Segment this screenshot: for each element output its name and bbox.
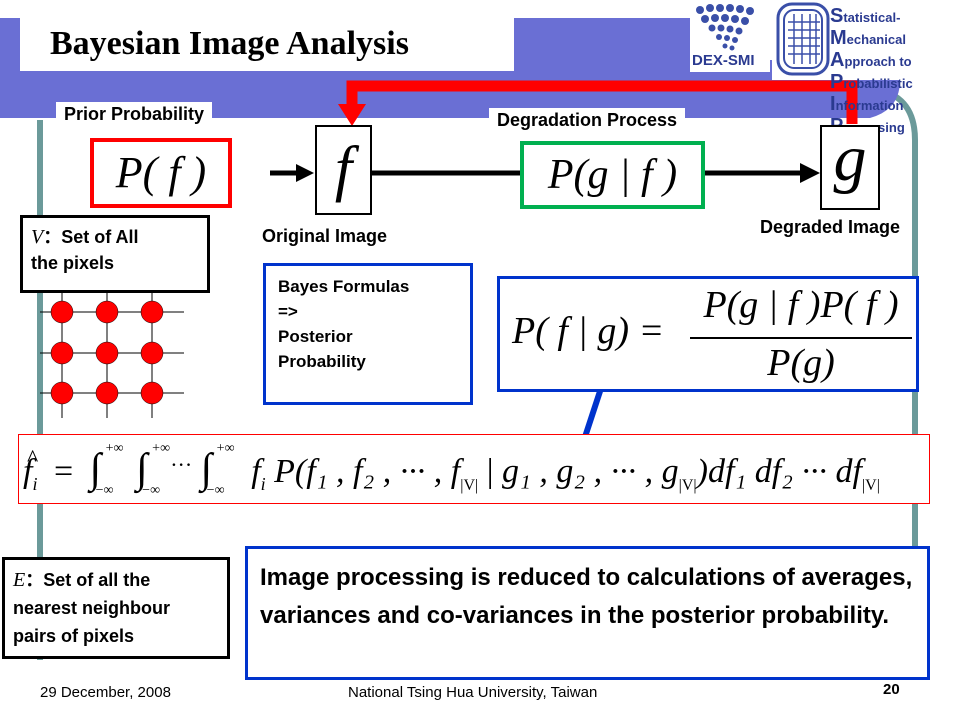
bayes-formulas-box: Bayes Formulas => Posterior Probability bbox=[263, 263, 473, 405]
posterior-f-args: f₁ , f₂ , ··· , f bbox=[306, 453, 461, 490]
integral-3: ∫+∞−∞ bbox=[200, 441, 235, 498]
bayes-formula-box: P( f | g) = P(g | f )P( f ) P(g) bbox=[497, 276, 919, 392]
original-image-box: f bbox=[315, 125, 372, 215]
footer-date: 29 December, 2008 bbox=[40, 684, 171, 701]
smapip-line-1: Statistical-Mechanical bbox=[830, 5, 906, 49]
bayes-line-1: Bayes Formulas bbox=[278, 277, 410, 296]
v-set-line-2: the pixels bbox=[31, 253, 115, 273]
degraded-image-label: Degraded Image bbox=[760, 217, 901, 237]
estimator-formula: ^fi = ∫+∞−∞ ∫+∞−∞ ··· ∫+∞−∞ fi P(f₁ , f₂… bbox=[23, 441, 880, 498]
feedback-arrow-head bbox=[338, 104, 366, 126]
posterior-p: P( bbox=[274, 453, 307, 490]
dex-smi-logo: DEX-SMI bbox=[690, 0, 770, 72]
original-image-symbol: f bbox=[334, 135, 353, 203]
v-set-box: V：Set of All the pixels bbox=[20, 215, 210, 293]
bayes-line-2: => bbox=[278, 302, 298, 321]
pixel-node bbox=[95, 300, 119, 324]
pixel-node bbox=[50, 341, 74, 365]
integral-2: ∫+∞−∞ bbox=[136, 441, 171, 498]
bayes-formula-denominator: P(g) bbox=[767, 342, 835, 384]
bayes-formula-lhs: P( f | g) = bbox=[512, 310, 665, 352]
pixel-node bbox=[95, 381, 119, 405]
dex-smi-logo-text: DEX-SMI bbox=[692, 52, 755, 69]
original-image-label: Original Image bbox=[262, 226, 388, 246]
pixel-node bbox=[95, 341, 119, 365]
likelihood-formula: P(g | f ) bbox=[547, 152, 678, 198]
prior-formula: P( f ) bbox=[115, 148, 207, 197]
bayes-formula-fraction-line bbox=[690, 337, 912, 339]
integral-1: ∫+∞−∞ bbox=[89, 441, 124, 498]
e-set-line-1: E：Set of all the bbox=[13, 569, 151, 591]
bayes-line-3: Posterior bbox=[278, 327, 353, 346]
pixel-node bbox=[50, 300, 74, 324]
degraded-image-symbol: g bbox=[833, 122, 867, 195]
v-symbol: V bbox=[31, 226, 44, 248]
e-set-line-3: pairs of pixels bbox=[13, 626, 135, 646]
pixel-node bbox=[50, 381, 74, 405]
summary-box: Image processing is reduced to calculati… bbox=[245, 546, 930, 680]
pixel-node bbox=[140, 341, 164, 365]
arrow-likelihood-to-g-head bbox=[800, 163, 820, 183]
smapip-logo: Statistical-Mechanical Approach to Proba… bbox=[772, 0, 960, 137]
e-set-line-2: nearest neighbour bbox=[13, 598, 171, 618]
footer-page-number: 20 bbox=[883, 681, 900, 698]
prior-formula-box: P( f ) bbox=[90, 138, 232, 208]
posterior-g-args: g₁ , g₂ , ··· , g bbox=[502, 453, 679, 490]
pixel-node bbox=[140, 300, 164, 324]
estimator-equals: = bbox=[53, 453, 74, 490]
smapip-logo-emblem bbox=[776, 2, 830, 76]
bayes-formula-numerator: P(g | f )P( f ) bbox=[703, 284, 899, 326]
estimator-hat-f: ^fi bbox=[23, 446, 39, 494]
integral-dots: ··· bbox=[170, 452, 193, 477]
posterior-differentials: df₁ df₂ ··· df bbox=[707, 453, 862, 490]
degraded-image-box: g bbox=[820, 125, 880, 210]
degradation-process-label: Degradation Process bbox=[489, 108, 686, 138]
pixel-node bbox=[140, 381, 164, 405]
v-set-line-1: V：Set of All bbox=[31, 226, 139, 248]
feedback-arrow-line bbox=[346, 80, 858, 124]
prior-probability-label: Prior Probability bbox=[56, 102, 213, 132]
summary-text: Image processing is reduced to calculati… bbox=[260, 564, 913, 629]
integrand-f: f bbox=[251, 453, 261, 490]
smapip-line-2: Approach to Probabilistic bbox=[830, 49, 913, 93]
e-symbol: E bbox=[13, 569, 26, 591]
smapip-logo-text: Statistical-Mechanical Approach to Proba… bbox=[830, 6, 960, 138]
likelihood-formula-box: P(g | f ) bbox=[520, 141, 705, 209]
e-set-box: E：Set of all the nearest neighbour pairs… bbox=[2, 557, 230, 659]
dex-smi-logo-dots bbox=[696, 4, 754, 51]
footer-institution: National Tsing Hua University, Taiwan bbox=[348, 684, 598, 701]
estimator-formula-box: ^fi = ∫+∞−∞ ∫+∞−∞ ··· ∫+∞−∞ fi P(f₁ , f₂… bbox=[18, 434, 930, 504]
page-title-text: Bayesian Image Analysis bbox=[50, 25, 409, 62]
bayes-line-4: Probability bbox=[278, 352, 366, 371]
page-title: Bayesian Image Analysis bbox=[20, 17, 514, 71]
arrow-prior-to-f-head bbox=[296, 164, 314, 182]
pixel-nodes bbox=[50, 300, 164, 405]
